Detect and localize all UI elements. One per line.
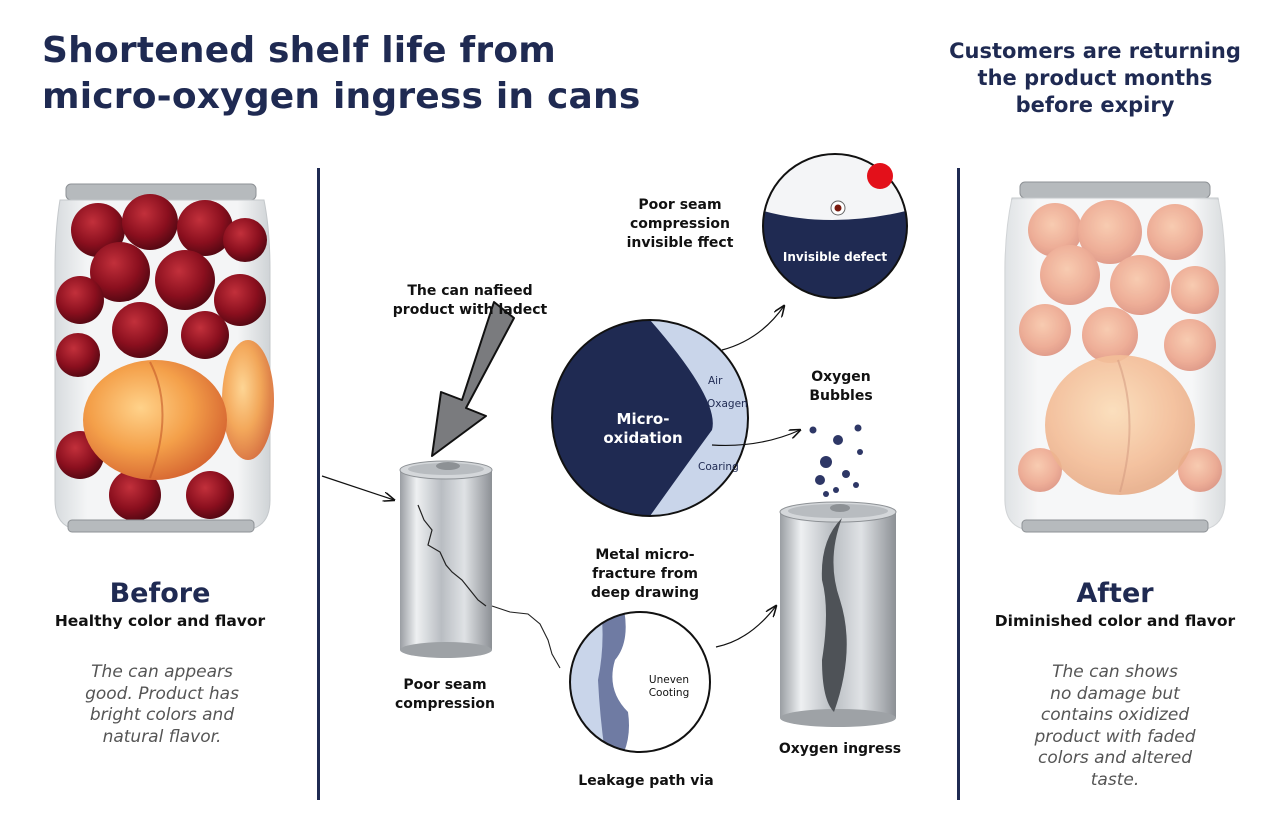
fracture-line: deep drawing: [590, 585, 699, 601]
right-divider: [957, 168, 960, 800]
after-subheading: Diminished color and flavor: [994, 612, 1236, 630]
top-label-line: Poor seam: [638, 197, 722, 213]
peach-side: [222, 340, 274, 460]
before-desc-line: good. Product has: [85, 683, 239, 704]
invisible-defect-circle: [762, 153, 908, 299]
before-desc-line: The can appears: [91, 662, 233, 682]
uneven-line: Uneven: [648, 674, 690, 686]
before-heading: Before: [109, 578, 211, 609]
big-down-arrow: [431, 301, 515, 457]
micro-oxidation-label: Micro- oxidation: [588, 410, 698, 448]
invisible-defect-label: Invisible defect: [782, 250, 888, 264]
can-poor-seam: [399, 460, 561, 669]
uneven-coating-label: Uneven Cooting: [634, 674, 704, 700]
micro-fracture-label: Metal micro- fracture from deep drawing: [570, 546, 720, 603]
before-subheading: Healthy color and flavor: [54, 612, 266, 630]
note-line-1: Customers are returning: [949, 39, 1241, 63]
top-label-line: compression: [630, 216, 730, 232]
top-defect-label: Poor seam compression invisible ffect: [600, 196, 760, 253]
arrow-to-can: [321, 475, 394, 500]
coaring-label: Coaring: [698, 461, 739, 473]
oxygen-bubbles: [809, 424, 863, 497]
micro-line: oxidation: [603, 429, 683, 447]
faded-fruit: [1018, 200, 1222, 492]
crack-line: [417, 504, 487, 607]
bubbles-line: Oxygen: [811, 369, 871, 385]
page-title: Shortened shelf life from micro-oxygen i…: [42, 28, 722, 120]
after-desc-line: colors and altered: [1037, 748, 1192, 768]
before-desc-line: natural flavor.: [102, 726, 222, 747]
note-line-2: the product months: [977, 66, 1213, 90]
fracture-line: fracture from: [592, 566, 698, 582]
after-jar: [1004, 181, 1226, 533]
after-desc-line: contains oxidized: [1040, 705, 1190, 725]
after-heading: After: [1076, 578, 1154, 609]
ingress-path: [821, 518, 847, 712]
top-label-line: invisible ffect: [626, 235, 734, 251]
after-description: The can shows no damage but contains oxi…: [990, 662, 1240, 791]
after-desc-line: product with faded: [1034, 726, 1196, 747]
arrow-label: The can nafieed product with ladect: [370, 282, 570, 320]
after-desc-line: taste.: [1090, 769, 1140, 790]
cherries: [56, 194, 267, 521]
air-label: Air: [708, 375, 723, 387]
oxygen-ingress-label: Oxygen ingress: [778, 741, 902, 757]
arrow-to-ingress: [715, 606, 776, 648]
peach: [83, 360, 227, 480]
seam-label: Poor seam compression: [370, 676, 520, 714]
uneven-line: Cooting: [648, 687, 690, 699]
bubbles-line: Bubbles: [809, 388, 873, 404]
seam-label-line: Poor seam: [403, 677, 487, 693]
customer-return-note: Customers are returning the product mont…: [930, 38, 1260, 119]
before-desc-line: bright colors and: [89, 705, 235, 725]
before-description: The can appears good. Product has bright…: [40, 662, 284, 748]
arrow-label-line: The can nafieed: [407, 283, 533, 299]
seam-label-line: compression: [395, 696, 495, 712]
arrow-label-line: product with ladect: [392, 302, 548, 318]
note-line-3: before expiry: [1015, 93, 1175, 117]
fracture-line: Metal micro-: [595, 547, 695, 563]
after-desc-line: no damage but: [1050, 683, 1180, 704]
micro-line: Micro-: [616, 410, 670, 428]
oxygen-bubbles-label: Oxygen Bubbles: [786, 368, 896, 406]
leakage-label: Leakage path via: [578, 773, 714, 789]
can-oxygen-ingress: [779, 501, 897, 727]
before-jar: [54, 183, 274, 533]
arrow-to-defect: [721, 306, 784, 351]
after-desc-line: The can shows: [1052, 662, 1178, 682]
oxagen-label: Oxagen: [707, 398, 748, 410]
title-line-2: micro-oxygen ingress in cans: [42, 76, 641, 117]
micro-oxidation-circle: [551, 319, 749, 517]
faded-peach: [1045, 355, 1195, 495]
red-dot-icon: [867, 163, 893, 189]
left-divider: [317, 168, 320, 800]
title-line-1: Shortened shelf life from: [42, 30, 556, 71]
arrow-to-bubbles: [711, 430, 800, 446]
